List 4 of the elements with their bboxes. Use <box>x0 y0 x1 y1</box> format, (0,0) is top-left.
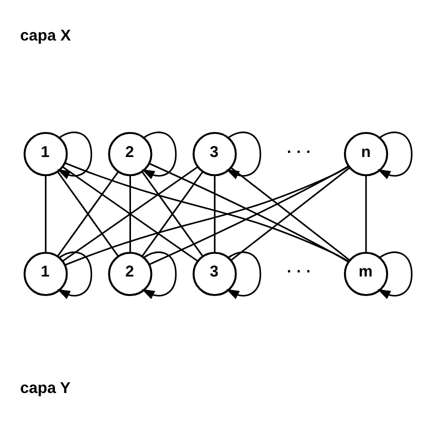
label: · · · <box>286 263 312 280</box>
label: capa Y <box>20 380 71 397</box>
label: · · · <box>286 143 312 160</box>
label: capa X <box>20 26 71 44</box>
